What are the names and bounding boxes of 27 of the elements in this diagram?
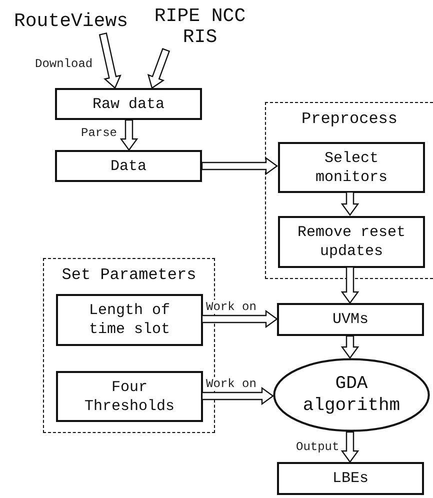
group-heading: Set Parameters	[60, 265, 198, 285]
process-box: Length of time slot	[56, 294, 203, 346]
hollow-arrow	[98, 32, 122, 89]
hollow-arrow	[120, 119, 138, 152]
hollow-arrow	[340, 191, 360, 216]
hollow-arrow	[147, 48, 170, 89]
hollow-arrow	[201, 156, 278, 176]
edge-label: Work on	[205, 300, 258, 314]
hollow-arrow	[340, 266, 360, 304]
edge-label: Work on	[205, 377, 258, 391]
process-box: UVMs	[277, 303, 424, 336]
dashed-group-box	[265, 102, 433, 279]
hollow-arrow	[201, 386, 274, 406]
process-box: Four Thresholds	[56, 371, 203, 422]
edge-label: Output	[295, 440, 340, 454]
process-box: Select monitors	[278, 142, 425, 193]
process-box: Remove reset updates	[278, 216, 425, 268]
group-heading: Preprocess	[300, 109, 398, 129]
source-label: RouteViews	[12, 8, 130, 34]
hollow-arrow	[340, 431, 360, 464]
process-box: Raw data	[55, 88, 202, 120]
process-box: Data	[55, 150, 202, 182]
source-label: RIPE NCC RIS	[150, 4, 250, 50]
process-box: LBEs	[277, 462, 424, 495]
hollow-arrow	[201, 310, 278, 328]
hollow-arrow	[340, 335, 360, 360]
process-ellipse: GDA algorithm	[273, 358, 430, 432]
